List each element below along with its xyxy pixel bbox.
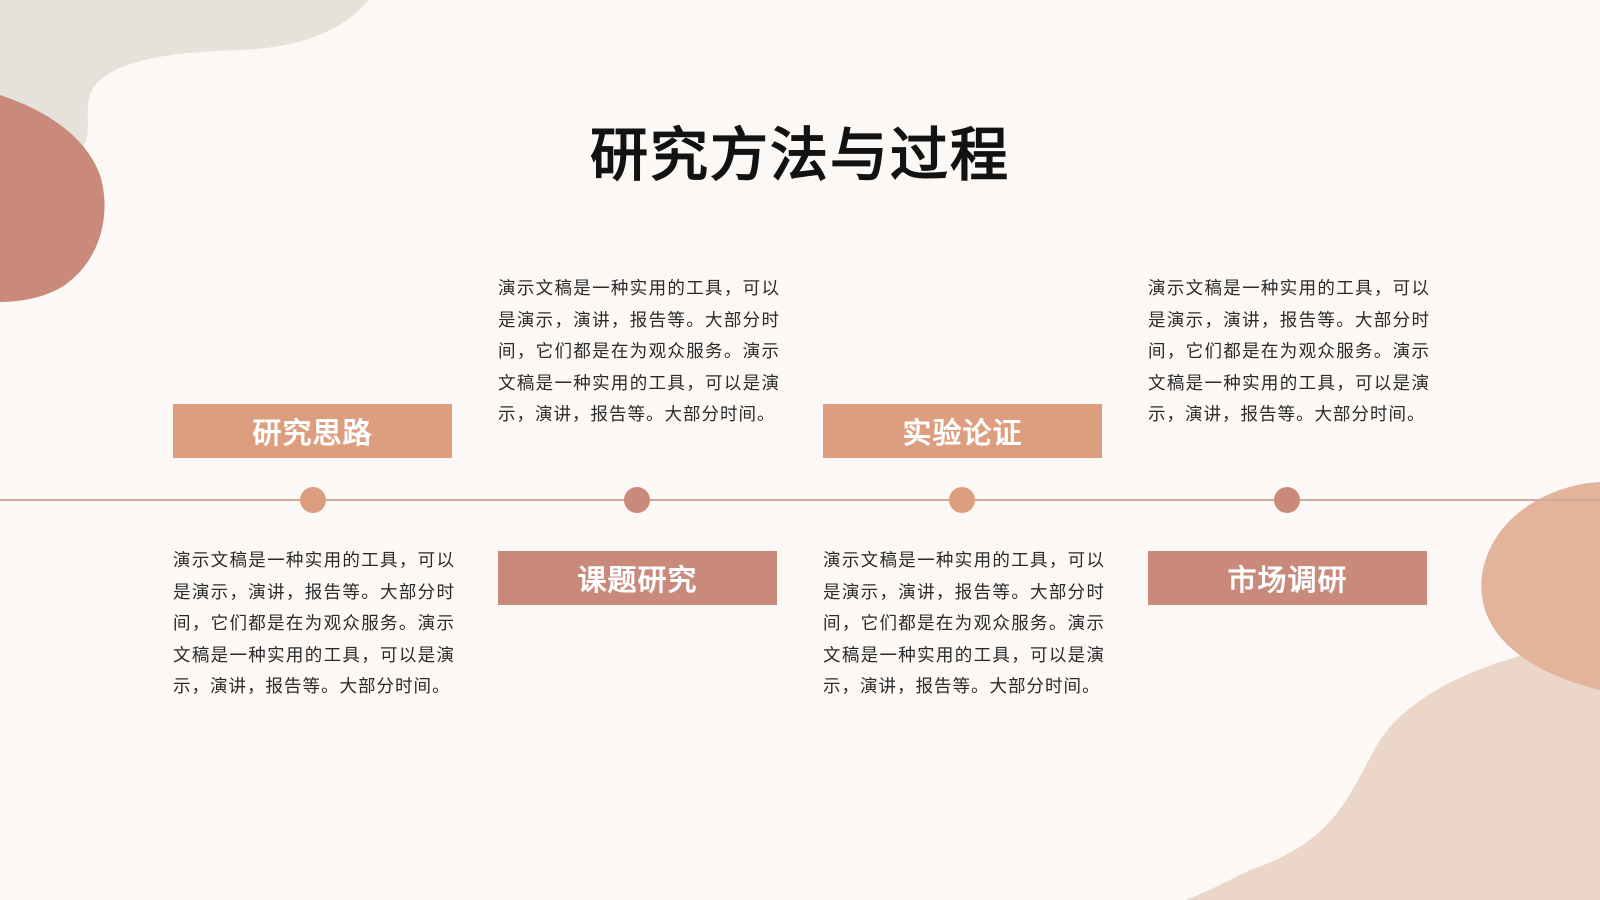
step-label-1: 研究思路 bbox=[173, 404, 452, 458]
beige-blob-bottom-right bbox=[1185, 640, 1600, 900]
timeline-dot-3 bbox=[949, 487, 975, 513]
step-label-2: 课题研究 bbox=[498, 551, 777, 605]
step-description-4: 演示文稿是一种实用的工具，可以是演示，演讲，报告等。大部分时间，它们都是在为观众… bbox=[1148, 279, 1430, 425]
step-label-4: 市场调研 bbox=[1148, 551, 1427, 605]
timeline-dot-4 bbox=[1274, 487, 1300, 513]
beige-blob-top-left bbox=[0, 0, 368, 153]
rose-blob-top-left bbox=[0, 95, 105, 302]
step-description-2: 演示文稿是一种实用的工具，可以是演示，演讲，报告等。大部分时间，它们都是在为观众… bbox=[498, 279, 780, 425]
timeline-dot-2 bbox=[624, 487, 650, 513]
timeline-dot-1 bbox=[300, 487, 326, 513]
page-title: 研究方法与过程 bbox=[589, 121, 1010, 189]
step-description-1: 演示文稿是一种实用的工具，可以是演示，演讲，报告等。大部分时间，它们都是在为观众… bbox=[173, 551, 455, 697]
timeline-line bbox=[0, 499, 1600, 501]
step-description-3: 演示文稿是一种实用的工具，可以是演示，演讲，报告等。大部分时间，它们都是在为观众… bbox=[823, 551, 1105, 697]
step-label-3: 实验论证 bbox=[823, 404, 1102, 458]
peach-blob-bottom-right bbox=[1481, 482, 1600, 690]
